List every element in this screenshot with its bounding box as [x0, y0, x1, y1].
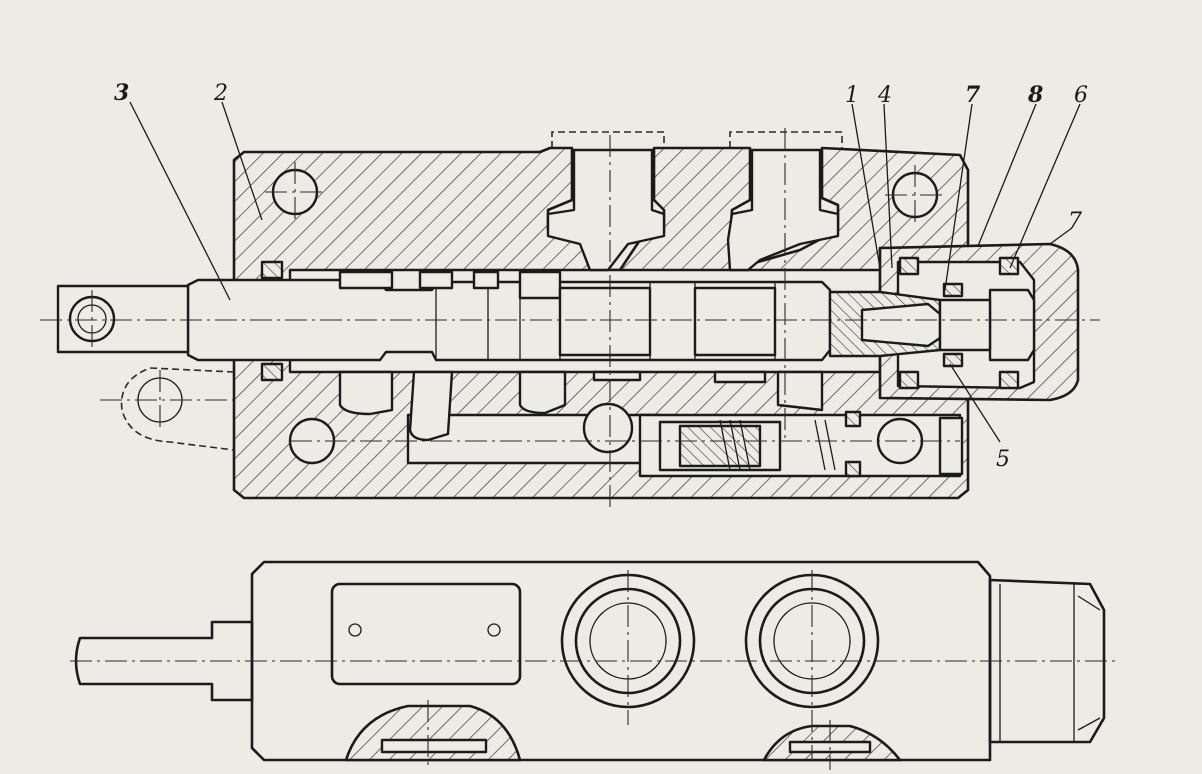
callout-2: 2 — [213, 81, 228, 106]
chamber-5 — [713, 370, 767, 384]
nameplate — [330, 582, 522, 686]
seal-cap-bottom-left — [898, 370, 920, 390]
leader-6 — [1009, 103, 1081, 269]
seal-cap-bottom-right — [998, 370, 1020, 390]
spool-land-1 — [518, 270, 562, 300]
callout-4: 4 — [877, 83, 892, 108]
chamber-6 — [776, 370, 824, 412]
partial-section-left-pocket — [380, 738, 488, 754]
spool-land-4 — [338, 270, 394, 290]
relief-spring-1 — [719, 419, 751, 471]
leader-7b — [1049, 227, 1073, 245]
chamber-3 — [518, 370, 567, 415]
chamber-1 — [338, 370, 394, 416]
spool-rod-exterior — [74, 620, 254, 702]
leader-7a — [944, 103, 973, 291]
callout-labels: 3 2 1 4 7 8 6 7 5 — [114, 80, 1088, 472]
chamber-4 — [592, 370, 642, 382]
relief-plug — [938, 416, 964, 476]
leader-1 — [851, 103, 881, 269]
spool-land-3 — [693, 286, 777, 357]
leader-lines — [129, 101, 1081, 443]
channel-hole-center — [582, 402, 634, 454]
section-view — [40, 128, 1100, 510]
housing-outline-bottom — [250, 560, 992, 762]
spool-land-6 — [472, 270, 500, 290]
leader-8 — [977, 103, 1037, 247]
exterior-view — [70, 560, 1120, 770]
detent-rod — [938, 298, 992, 352]
relief-seal-bottom — [844, 460, 862, 478]
callout-7a: 7 — [965, 82, 981, 108]
callout-3: 3 — [114, 80, 129, 106]
nameplate-rivet-left — [348, 623, 362, 637]
callout-5: 5 — [996, 447, 1010, 472]
seal-left-top — [260, 260, 284, 280]
callout-6: 6 — [1074, 83, 1088, 108]
callout-7b: 7 — [1068, 209, 1082, 234]
seal-left-bottom — [260, 362, 284, 382]
leader-4 — [883, 103, 893, 269]
hex-facet-1 — [1077, 595, 1101, 611]
port-right-passage — [726, 148, 840, 272]
relief-seal-top — [844, 410, 862, 428]
spool-land-5 — [418, 270, 454, 290]
detent-ring-bottom — [942, 352, 964, 368]
relief-plunger-body — [678, 424, 762, 468]
callout-1: 1 — [845, 83, 859, 108]
chamber-2 — [408, 370, 454, 442]
port-outline-left — [551, 131, 665, 148]
nameplate-rivet-right — [487, 623, 501, 637]
detent-ring-top — [942, 282, 964, 298]
leader-3 — [129, 101, 231, 301]
port-left-passage — [546, 148, 666, 272]
detent-plunger — [860, 302, 942, 348]
mounting-lug-outline — [120, 367, 235, 451]
callout-8: 8 — [1027, 82, 1043, 108]
leader-5 — [949, 363, 1001, 443]
seal-cap-top-left — [898, 256, 920, 276]
spool-land-2 — [558, 286, 652, 357]
spring-retainer — [988, 288, 1036, 362]
relief-spring-2 — [814, 419, 836, 471]
seal-cap-top-right — [998, 256, 1020, 276]
end-cap-hex-bottom — [988, 578, 1106, 744]
leader-2 — [221, 101, 263, 221]
port-outline-right — [729, 131, 843, 148]
hex-facet-2 — [1077, 717, 1101, 731]
